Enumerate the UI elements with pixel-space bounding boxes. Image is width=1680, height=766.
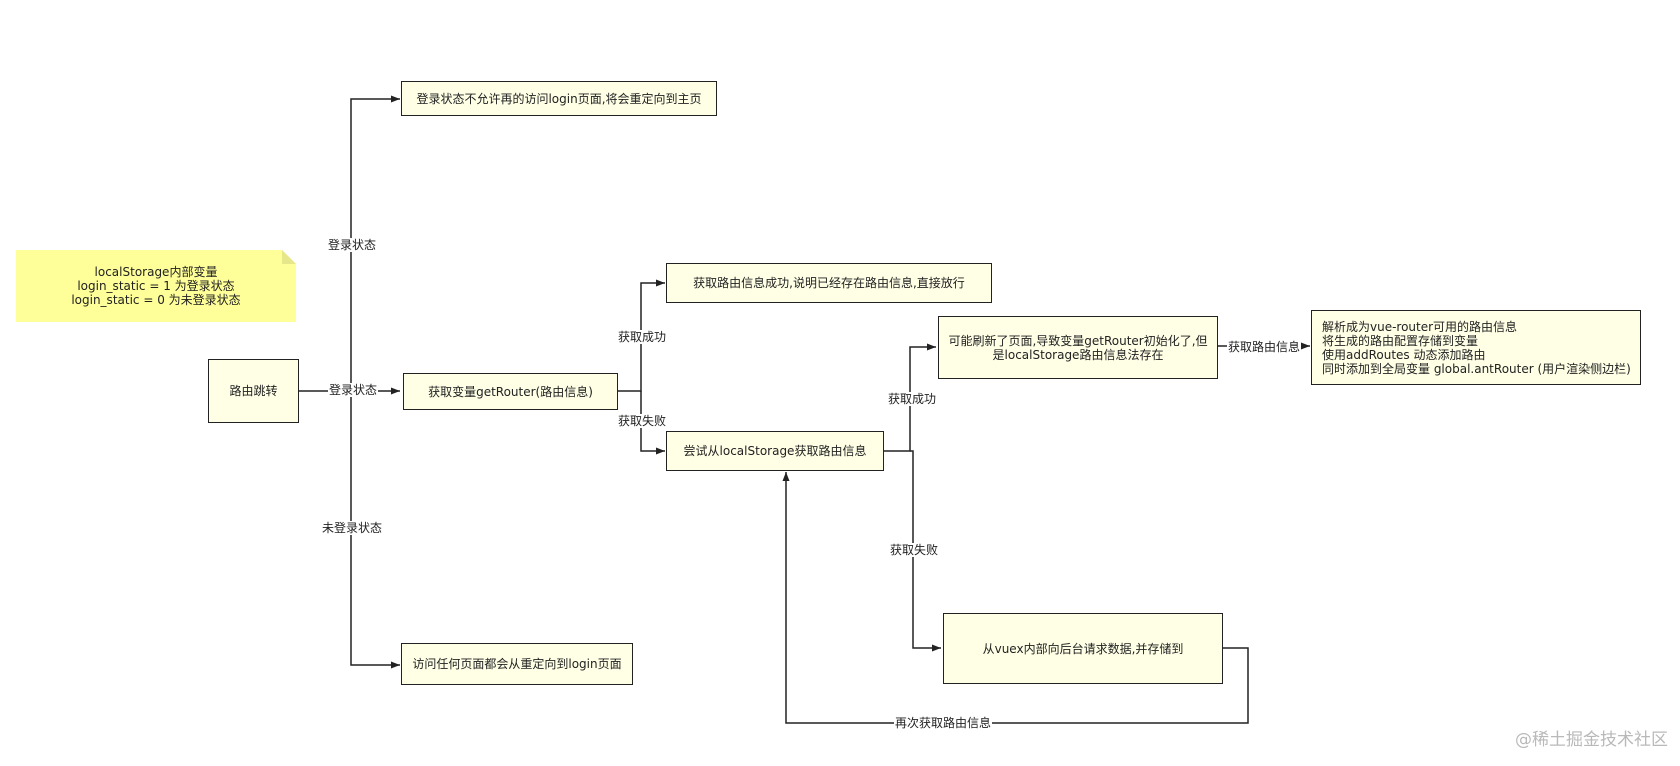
node-get-router: 获取变量getRouter(路由信息) [403,373,618,410]
watermark-text: @稀土掘金技术社区 [1515,730,1668,750]
node-parse-router: 解析成为vue-router可用的路由信息 将生成的路由配置存储到变量 使用ad… [1311,310,1641,385]
label-get-success: 获取成功 [616,330,668,344]
label-get-route-info: 获取路由信息 [1226,340,1302,354]
edge-getrouter-fail [640,391,665,455]
node-try-localstorage: 尝试从localStorage获取路由信息 [666,431,884,471]
label-ls-fail: 获取失败 [888,543,940,557]
node-refresh-reset: 可能刷新了页面,导致变量getRouter初始化了,但 是localStorag… [938,316,1218,379]
edge-route-to-not-logged-in [350,391,400,669]
label-not-logged-in: 未登录状态 [320,521,384,535]
node-success-pass: 获取路由信息成功,说明已经存在路由信息,直接放行 [666,263,992,303]
node-logged-in-redirect: 登录状态不允许再的访问login页面,将会重定向到主页 [401,81,717,116]
localstorage-note: localStorage内部变量 login_static = 1 为登录状态 … [16,250,296,322]
label-retry: 再次获取路由信息 [893,716,993,730]
label-ls-success: 获取成功 [886,392,938,406]
node-route-jump: 路由跳转 [208,359,299,423]
label-logged-in-mid: 登录状态 [327,383,379,397]
edge-route-to-logged-in [350,95,400,391]
label-get-fail: 获取失败 [616,414,668,428]
edge-retry [782,472,1249,724]
label-logged-in-top: 登录状态 [326,238,378,252]
node-vuex-request: 从vuex内部向后台请求数据,并存储到 [943,613,1223,684]
node-not-logged-redirect: 访问任何页面都会从重定向到login页面 [401,643,633,685]
